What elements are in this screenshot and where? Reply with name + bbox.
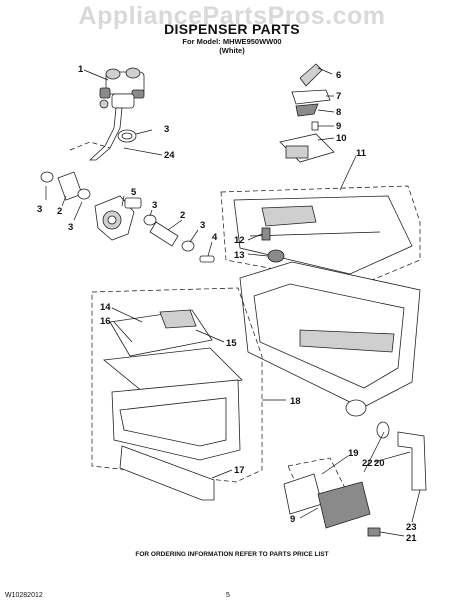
connector-part-5 xyxy=(94,195,142,241)
nozzle-part-4 xyxy=(199,255,215,263)
callout-7: 7 xyxy=(336,91,341,102)
callout-2: 2 xyxy=(180,210,185,221)
dispenser-housing-part xyxy=(239,261,421,417)
callout-9: 9 xyxy=(290,514,295,525)
housing-outline-11 xyxy=(220,185,421,286)
ordering-note: FOR ORDERING INFORMATION REFER TO PARTS … xyxy=(135,551,329,558)
clamp-part xyxy=(143,214,157,226)
grommet-part-13 xyxy=(267,249,285,263)
upper-dispenser-parts xyxy=(279,63,335,163)
clamp-part xyxy=(181,240,195,252)
callout-13: 13 xyxy=(234,250,245,261)
callout-22: 22 xyxy=(362,458,373,469)
bracket-part-19 xyxy=(283,473,323,515)
callout-3: 3 xyxy=(200,220,205,231)
callout-24: 24 xyxy=(164,150,175,161)
assembly-guide-line xyxy=(69,141,111,151)
drawer-group-outline xyxy=(91,287,263,483)
hose-part-2 xyxy=(149,221,179,247)
page-title: DISPENSER PARTS xyxy=(164,21,300,37)
label-part-21 xyxy=(367,527,381,537)
clamp-inner-part xyxy=(121,132,133,140)
callout-18: 18 xyxy=(290,396,301,407)
callout-8: 8 xyxy=(336,107,341,118)
callout-3: 3 xyxy=(152,200,157,211)
clamp-part xyxy=(77,188,91,200)
callout-21: 21 xyxy=(406,533,417,544)
callout-6: 6 xyxy=(336,70,341,81)
callout-11: 11 xyxy=(356,148,367,159)
callout-16: 16 xyxy=(100,316,111,327)
document-number: W10282012 xyxy=(5,592,43,599)
bellows-part-20 xyxy=(397,431,427,491)
callout-3: 3 xyxy=(37,204,42,215)
callout-2: 2 xyxy=(57,206,62,217)
callout-17: 17 xyxy=(234,465,245,476)
clamp-part xyxy=(40,171,54,183)
callout-19: 19 xyxy=(348,448,359,459)
drawer-handle-part-17 xyxy=(119,445,215,501)
leader-lines xyxy=(45,67,421,537)
callout-3: 3 xyxy=(68,222,73,233)
dispenser-cover-part-11 xyxy=(233,195,413,275)
seal-part-22 xyxy=(376,421,390,439)
callout-9: 9 xyxy=(336,121,341,132)
callout-4: 4 xyxy=(212,232,218,243)
color-variant: (White) xyxy=(219,46,245,55)
water-valve-part xyxy=(99,67,145,109)
callout-20: 20 xyxy=(374,458,385,469)
hose-part-24 xyxy=(88,107,123,161)
cover-part-9 xyxy=(317,481,371,529)
callout-3: 3 xyxy=(164,124,169,135)
page-number: 5 xyxy=(226,592,230,599)
callout-12: 12 xyxy=(234,235,245,246)
model-line: For Model: MHWE950WW00 xyxy=(182,37,282,46)
watermark: AppliancePartsPros.com xyxy=(78,2,386,30)
callout-5: 5 xyxy=(131,187,137,198)
dispenser-drawer-parts xyxy=(103,309,243,461)
callout-10: 10 xyxy=(336,133,347,144)
callout-1: 1 xyxy=(78,64,84,75)
callout-14: 14 xyxy=(100,302,111,313)
callout-23: 23 xyxy=(406,522,417,533)
screw-part-12 xyxy=(261,227,271,241)
callout-15: 15 xyxy=(226,338,237,349)
